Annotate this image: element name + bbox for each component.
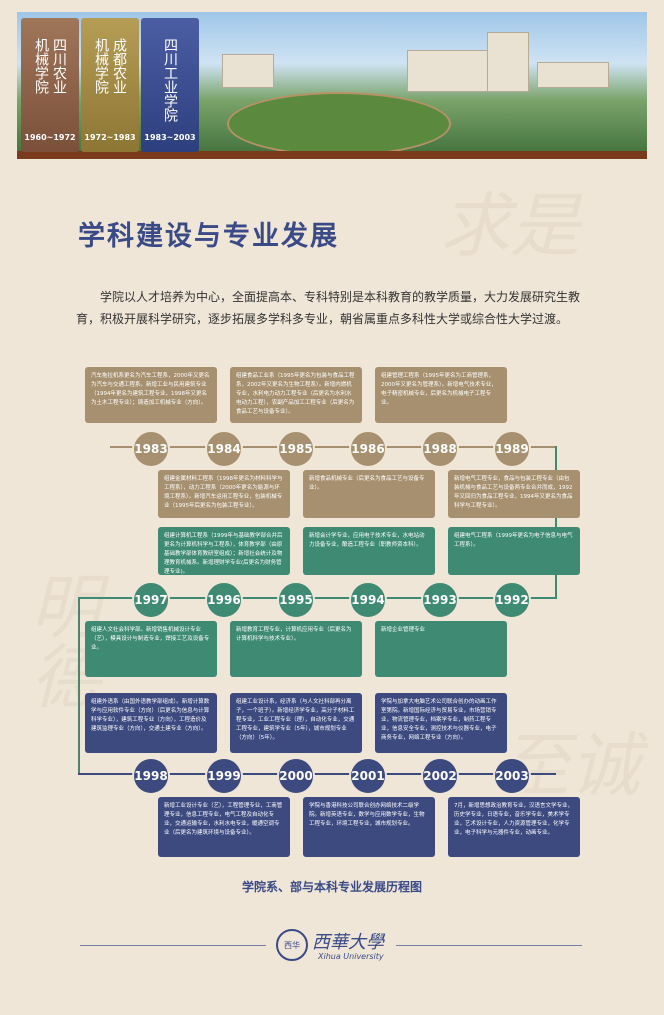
year-marker: 1999 <box>205 757 243 795</box>
year-marker: 1985 <box>277 430 315 468</box>
header-banner: 四川农业 机械学院 1960~1972 成都农业 机械学院 1972~1983 … <box>17 12 647 159</box>
event-box: 新增会计学专业，应用电子技术专业，水电站动力设备专业，酿造工程专业（职教师资本科… <box>303 527 435 575</box>
campus-tower <box>487 32 529 92</box>
footer-divider-right <box>396 945 582 946</box>
year-marker: 1984 <box>205 430 243 468</box>
year-marker: 1988 <box>421 430 459 468</box>
event-box: 组建食品工业系（1995年更名为包装与食品工程系，2002年又更名为生物工程系）… <box>230 367 362 423</box>
event-box: 新增企业管理专业 <box>375 621 507 677</box>
timeline-caption: 学院系、部与本科专业发展历程图 <box>241 880 422 894</box>
event-box: 汽车拖拉机系更名为汽车工程系，2000年又更名为汽车与交通工程系。新增工业与民用… <box>85 367 217 423</box>
year-marker: 2002 <box>421 757 459 795</box>
book-title-col: 成都农业 <box>111 38 127 94</box>
year-marker: 1986 <box>349 430 387 468</box>
book-sichuan-agricultural-machinery: 四川农业 机械学院 1960~1972 <box>21 18 79 152</box>
timeline-line-row1 <box>110 446 556 448</box>
year-marker: 2003 <box>493 757 531 795</box>
intro-paragraph: 学院以人才培养为中心，全面提高本、专科特别是本科教育的教学质量，大力发展研究生教… <box>76 290 581 326</box>
campus-building <box>222 54 274 88</box>
timeline-connector-left <box>78 597 80 774</box>
year-marker: 1994 <box>349 581 387 619</box>
timeline-line-row2 <box>78 597 557 599</box>
event-box: 组建管理工程系（1995年更名为工商管理系，2000年又更名为管理系）。新增电气… <box>375 367 507 423</box>
book-years: 1972~1983 <box>84 133 136 142</box>
background-calligraphy: 求是 <box>440 185 580 267</box>
banner-bottom-bar <box>17 151 647 159</box>
event-box: 组建外语系（由国外语教学部组成）。新增计算数学与应用软件专业（方向）（后更名为信… <box>85 693 217 753</box>
event-box: 新增工业设计专业（艺），工程管理专业，工商管理专业，信息工程专业，电气工程及自动… <box>158 797 290 857</box>
event-box: 组建金属材料工程系（1998年更名为材料科学与工程系），动力工程系（2000年更… <box>158 470 290 518</box>
event-box: 组建电气工程系（1999年更名为电子信息与电气工程系）。 <box>448 527 580 575</box>
timeline-connector-right <box>555 446 557 598</box>
university-name-en: Xihua University <box>318 952 384 961</box>
year-marker: 1998 <box>132 757 170 795</box>
university-name-cn: 西華大學 <box>312 932 384 953</box>
event-box: 新增食品机械专业（后更名为食品工艺与设备专业）。 <box>303 470 435 518</box>
year-marker: 1992 <box>493 581 531 619</box>
event-box: 组建计算机工程系（1999年与基础教学部合并后更名为计算机科学与工程系），体育教… <box>158 527 290 575</box>
event-box: 7月，新增思想政治教育专业，汉语言文学专业，历史学专业，日语专业，音乐学专业，美… <box>448 797 580 857</box>
event-box: 学院与香港科技公司联合创办网络技术二级学院。新增英语专业，数学与应用数学专业，生… <box>303 797 435 857</box>
book-title-col: 机械学院 <box>93 38 109 94</box>
event-box: 组建工业设计系，经济系（与人文社科部再分离子，一个班子）。新增经济学专业，高分子… <box>230 693 362 753</box>
campus-building <box>537 62 609 88</box>
year-marker: 1997 <box>132 581 170 619</box>
event-box: 新增电气工程专业，食品与包装工程专业（由包装机械与食品工艺与设备两专业合并而成，… <box>448 470 580 518</box>
book-years: 1960~1972 <box>24 133 76 142</box>
book-title-col: 四川工业学院 <box>162 38 178 122</box>
book-title-col: 机械学院 <box>33 38 49 94</box>
book-chengdu-agricultural-machinery: 成都农业 机械学院 1972~1983 <box>81 18 139 152</box>
book-title-col: 四川农业 <box>51 38 67 94</box>
year-marker: 1993 <box>421 581 459 619</box>
event-box: 组建人文社会科学部。新增销售机械设计专业（艺），模具设计与制造专业，焊接工艺及设… <box>85 621 217 677</box>
campus-building <box>407 50 499 92</box>
year-marker: 1995 <box>277 581 315 619</box>
year-marker: 1996 <box>205 581 243 619</box>
year-marker: 1989 <box>493 430 531 468</box>
event-box: 学院与加拿大电脑艺术公司联合创办的动画工作室第院。新增国际经济与贸易专业，市场营… <box>375 693 507 753</box>
book-years: 1983~2003 <box>144 133 196 142</box>
university-seal-icon: 西华 <box>276 929 308 961</box>
footer-divider-left <box>80 945 266 946</box>
year-marker: 1983 <box>132 430 170 468</box>
book-sichuan-industrial-institute: 四川工业学院 1983~2003 <box>141 18 199 152</box>
event-box: 新增教育工程专业，计算机应用专业（后更名为计算机科学与技术专业）。 <box>230 621 362 677</box>
year-marker: 2000 <box>277 757 315 795</box>
timeline-line-row3 <box>78 773 556 775</box>
sports-field <box>227 92 451 156</box>
year-marker: 2001 <box>349 757 387 795</box>
page-title: 学科建设与专业发展 <box>78 221 339 252</box>
